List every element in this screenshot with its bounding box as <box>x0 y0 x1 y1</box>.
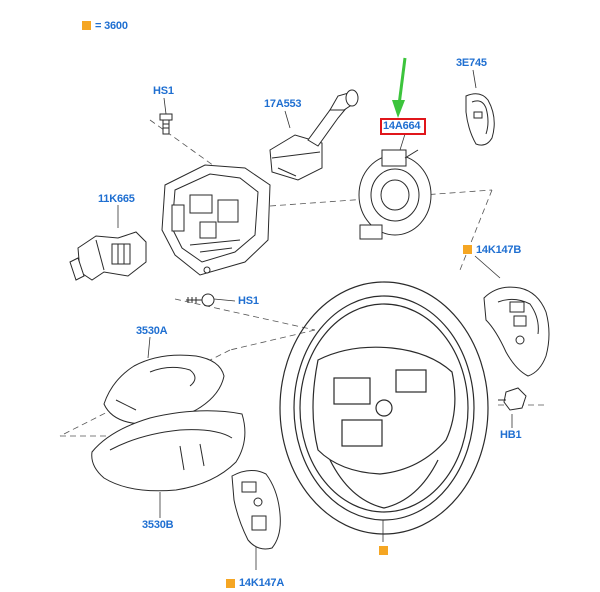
legend-marker-icon <box>82 21 91 30</box>
label-hs1-bottom[interactable]: HS1 <box>238 295 259 307</box>
screw-hs1-bottom <box>186 293 215 307</box>
highlight-box-14a664 <box>380 118 426 135</box>
ignition-switch <box>69 231 147 281</box>
label-11k665[interactable]: 11K665 <box>98 193 135 205</box>
lower-shroud-3530b <box>91 410 246 492</box>
clockspring-part <box>358 149 432 240</box>
label-hb1[interactable]: HB1 <box>500 429 522 441</box>
marker-14k147a-icon <box>226 579 235 588</box>
marker-steering-wheel-icon <box>379 546 388 555</box>
label-3e745[interactable]: 3E745 <box>456 57 487 69</box>
column-lock-housing <box>161 164 271 276</box>
label-14a664[interactable]: 14A664 <box>383 120 421 132</box>
switch-pack-14k147b <box>483 286 550 377</box>
steering-wheel <box>279 281 489 535</box>
bolt-hb1 <box>498 387 527 411</box>
wiper-switch-stalk <box>269 89 359 181</box>
cover-3e745 <box>465 93 495 146</box>
green-arrow-icon <box>392 57 407 118</box>
label-3530a[interactable]: 3530A <box>136 325 168 337</box>
legend-label: = 3600 <box>95 20 128 32</box>
label-hs1-top[interactable]: HS1 <box>153 85 174 97</box>
bolt-hs1-top <box>159 113 173 135</box>
label-14k147b[interactable]: 14K147B <box>476 244 522 256</box>
leader-lines <box>117 69 513 570</box>
label-14k147a[interactable]: 14K147A <box>239 577 285 589</box>
marker-14k147b-icon <box>463 245 472 254</box>
label-3530b[interactable]: 3530B <box>142 519 174 531</box>
label-17a553[interactable]: 17A553 <box>264 98 302 110</box>
switch-pack-14k147a <box>231 470 281 550</box>
